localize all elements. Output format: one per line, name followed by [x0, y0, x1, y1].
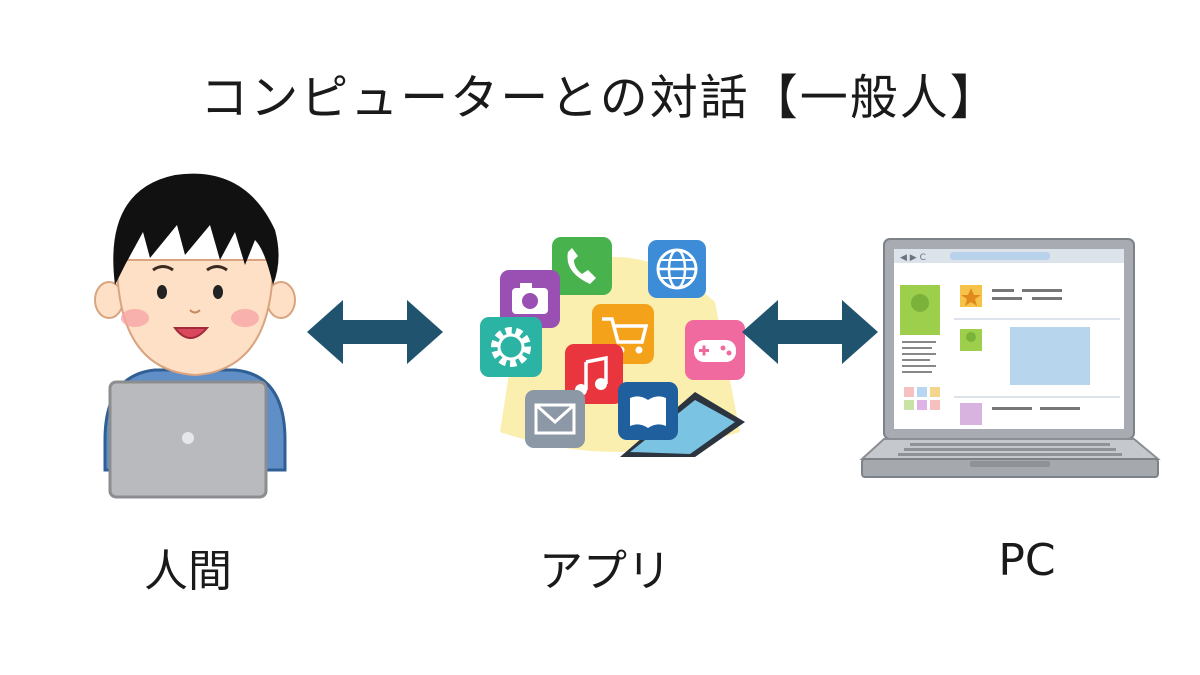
- camera-icon: [500, 270, 560, 328]
- book-icon: [618, 382, 678, 440]
- laptop-pc-illustration: ◀ ▶ C: [859, 238, 1161, 478]
- smartphone-icon: [620, 392, 745, 457]
- person-illustration: [94, 173, 296, 499]
- label-app: アプリ: [539, 546, 671, 597]
- arrow-human-app: [307, 300, 443, 364]
- music-icon: [565, 344, 623, 404]
- gamepad-icon: [685, 320, 745, 380]
- diagram-title: コンピューターとの対話【一般人】: [200, 70, 1000, 126]
- hair: [113, 173, 279, 285]
- label-human: 人間: [144, 546, 232, 597]
- app-cluster: [480, 237, 745, 457]
- arrow-app-pc: [742, 300, 878, 364]
- phone-icon: [552, 237, 612, 295]
- globe-icon: [648, 240, 706, 298]
- gear-icon: [480, 317, 542, 377]
- svg-text:◀ ▶ C: ◀ ▶ C: [900, 253, 926, 263]
- mail-icon: [525, 390, 585, 448]
- label-pc: PC: [998, 535, 1056, 586]
